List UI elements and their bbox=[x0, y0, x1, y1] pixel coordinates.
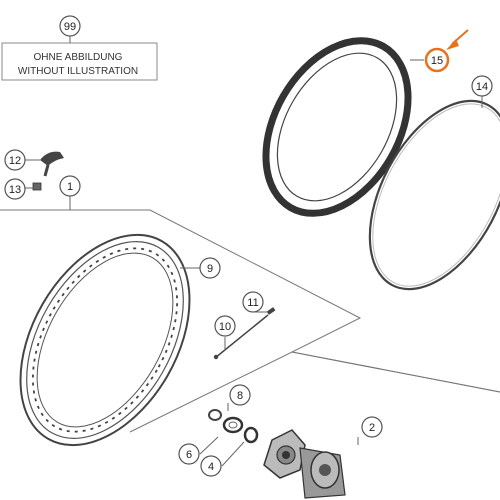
callout-12[interactable]: 12 bbox=[4, 149, 26, 171]
callout-10[interactable]: 10 bbox=[214, 315, 236, 337]
note-line-1: OHNE ABBILDUNG bbox=[34, 52, 123, 63]
callout-99-label: 99 bbox=[64, 21, 76, 33]
callout-12-label: 12 bbox=[9, 155, 21, 167]
callout-99[interactable]: 99 bbox=[59, 15, 81, 37]
callout-13-label: 13 bbox=[9, 184, 21, 196]
callout-1[interactable]: 1 bbox=[59, 175, 81, 197]
callout-11[interactable]: 11 bbox=[242, 291, 264, 313]
highlight-arrow bbox=[446, 29, 469, 50]
hub-group-outline bbox=[129, 351, 500, 433]
callout-15[interactable]: 15 bbox=[424, 47, 450, 73]
part-6-bearing bbox=[222, 416, 244, 434]
callout-11-label: 11 bbox=[247, 297, 258, 309]
part-9-rim bbox=[19, 233, 191, 447]
part-14-thin-ring bbox=[368, 99, 500, 291]
callout-1-label: 1 bbox=[67, 181, 73, 193]
note-box: OHNE ABBILDUNG WITHOUT ILLUSTRATION bbox=[1, 42, 158, 81]
callout-13[interactable]: 13 bbox=[4, 178, 26, 200]
callout-14-label: 14 bbox=[476, 81, 488, 93]
callout-2-label: 2 bbox=[369, 422, 375, 434]
callout-4[interactable]: 4 bbox=[200, 455, 222, 477]
callout-9[interactable]: 9 bbox=[199, 257, 221, 279]
part-13-nut bbox=[32, 182, 42, 191]
note-line-2: WITHOUT ILLUSTRATION bbox=[18, 66, 138, 77]
callout-8[interactable]: 8 bbox=[229, 384, 251, 406]
part-10-spoke bbox=[213, 314, 269, 360]
callout-6-label: 6 bbox=[186, 449, 192, 461]
callout-9-label: 9 bbox=[207, 263, 213, 275]
part-2-hub bbox=[263, 429, 346, 499]
callout-2[interactable]: 2 bbox=[361, 416, 383, 438]
callout-6[interactable]: 6 bbox=[178, 443, 200, 465]
part-8-seal bbox=[208, 409, 222, 421]
part-15-rim-band bbox=[262, 37, 412, 217]
callout-15-label: 15 bbox=[431, 55, 443, 67]
callout-14[interactable]: 14 bbox=[471, 75, 493, 97]
callout-10-label: 10 bbox=[219, 321, 231, 333]
callout-8-label: 8 bbox=[237, 390, 243, 402]
part-11-nipple bbox=[266, 307, 276, 315]
part-4-spacer bbox=[243, 426, 259, 444]
part-12-valve bbox=[40, 151, 64, 177]
callout-4-label: 4 bbox=[208, 461, 214, 473]
